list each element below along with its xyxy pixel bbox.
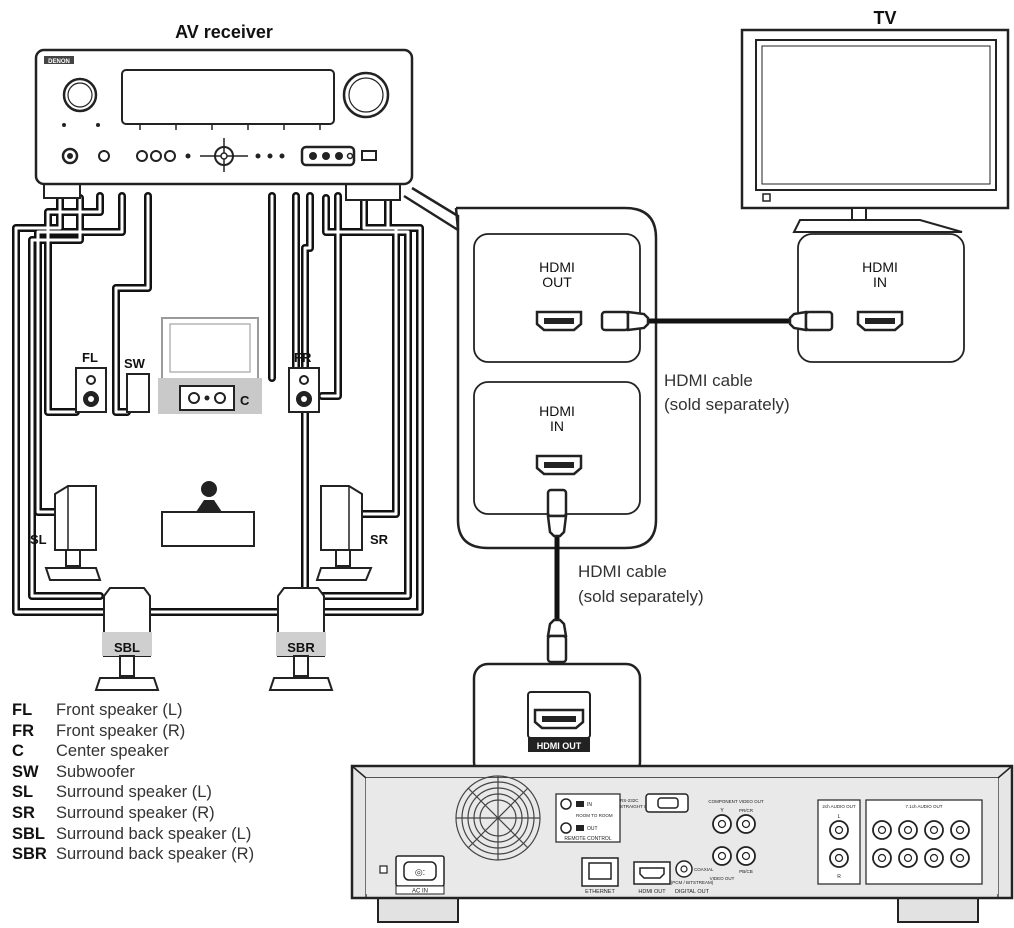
remote-control-label: REMOTE CONTROL xyxy=(564,836,611,842)
receiver-callout-outline xyxy=(411,186,658,550)
hdmi-in-label-2: IN xyxy=(550,418,564,434)
component-pb-label: PB/CB xyxy=(739,869,753,874)
speaker-label-sr: SR xyxy=(370,532,389,547)
receiver-logo-plate xyxy=(44,56,74,64)
legend-desc: Subwoofer xyxy=(56,762,135,781)
tv-hdmi-in-label-1: HDMI xyxy=(862,259,898,275)
surround-back-left-speaker xyxy=(94,587,160,691)
speaker-legend: FL Front speaker (L) FR Front speaker (R… xyxy=(12,700,352,865)
component-video-label: COMPONENT VIDEO OUT xyxy=(708,799,763,804)
front-right-speaker xyxy=(288,367,320,413)
legend-row: C Center speaker xyxy=(12,741,352,762)
legend-code: SW xyxy=(12,762,39,781)
remote-in-label: IN xyxy=(587,802,592,808)
hdmi-cable-1-label-line1: HDMI cable xyxy=(664,371,753,390)
hdmi-cable-player-to-receiver xyxy=(546,488,568,664)
legend-code: SBL xyxy=(12,824,45,843)
speaker-label-sbr: SBR xyxy=(287,640,315,655)
rs232c-cable-label: STRAIGHT CABLE xyxy=(620,804,659,809)
legend-desc: Front speaker (R) xyxy=(56,721,186,740)
hdmi-out-label-2: OUT xyxy=(542,274,572,290)
hdmi-out-label-1: HDMI xyxy=(539,259,575,275)
receiver-volume-knob xyxy=(342,71,390,119)
tv-hdmi-in-panel: HDMI IN xyxy=(797,233,965,363)
receiver-left-knob xyxy=(62,77,98,113)
receiver-title: AV receiver xyxy=(175,22,273,42)
coaxial-label: COAXIAL xyxy=(694,867,714,872)
speaker-label-fr: FR xyxy=(294,350,312,365)
component-pr-label: PR/CR xyxy=(739,808,754,813)
receiver-hdmi-out-panel: HDMI OUT xyxy=(473,233,641,363)
legend-row: SW Subwoofer xyxy=(12,762,352,783)
front-left-speaker xyxy=(75,367,107,413)
legend-row: SL Surround speaker (L) xyxy=(12,782,352,803)
room-to-room-label: ROOM TO ROOM xyxy=(576,813,613,818)
hdmi-cable-receiver-to-tv xyxy=(600,310,834,332)
legend-desc: Surround back speaker (R) xyxy=(56,845,255,864)
svg-text:◎:: ◎: xyxy=(415,867,425,877)
legend-code: SBR xyxy=(12,845,47,864)
av-receiver: DENON xyxy=(34,48,414,201)
hdmi-cable-2-label-line2: (sold separately) xyxy=(578,587,704,606)
seven-ch-audio-label: 7.1ch AUDIO OUT xyxy=(905,804,942,809)
legend-code: FL xyxy=(12,701,33,719)
receiver-display xyxy=(121,69,335,125)
surround-back-right-speaker xyxy=(268,587,334,691)
speaker-label-sw: SW xyxy=(124,356,146,371)
tv xyxy=(740,28,1010,233)
player-hdmi-out-label: HDMI OUT xyxy=(537,741,582,751)
legend-code: C xyxy=(12,742,24,761)
legend-desc: Surround speaker (R) xyxy=(56,803,215,822)
tv-hdmi-in-label-2: IN xyxy=(873,274,887,290)
hdmi-cable-2-label-line1: HDMI cable xyxy=(578,562,667,581)
legend-row: FR Front speaker (R) xyxy=(12,721,352,742)
component-y-label: Y xyxy=(720,808,724,814)
speaker-label-sl: SL xyxy=(30,532,47,547)
pcm-bitstream-label: (PCM / BITSTREAM) xyxy=(671,880,714,885)
player-fan-grille xyxy=(455,775,541,861)
speaker-label-c: C xyxy=(240,393,250,408)
speaker-label-sbl: SBL xyxy=(114,640,140,655)
hdmi-cable-1-label-line2: (sold separately) xyxy=(664,395,790,414)
two-ch-audio-label: 2ch AUDIO OUT xyxy=(822,804,856,809)
listener xyxy=(161,481,255,547)
subwoofer xyxy=(126,373,150,413)
digital-out-label: DIGITAL OUT xyxy=(675,889,710,895)
legend-desc: Surround speaker (L) xyxy=(56,783,212,802)
receiver-hdmi-in-panel: HDMI IN xyxy=(473,381,641,515)
legend-row: SR Surround speaker (R) xyxy=(12,803,352,824)
tv-title: TV xyxy=(873,8,896,28)
legend-desc: Front speaker (L) xyxy=(56,701,183,719)
surround-left-speaker xyxy=(44,485,102,581)
legend-desc: Surround back speaker (L) xyxy=(56,824,252,843)
ethernet-label: ETHERNET xyxy=(585,889,615,895)
player-rear-panel: ◎: AC IN IN ROOM TO ROOM OUT REMOTE CONT… xyxy=(350,764,1014,923)
receiver-logo: DENON xyxy=(48,59,70,65)
rear-hdmi-out-label: HDMI OUT xyxy=(638,889,666,895)
legend-code: FR xyxy=(12,721,34,740)
legend-code: SR xyxy=(12,803,35,822)
video-out-label: VIDEO OUT xyxy=(710,876,735,881)
surround-right-speaker xyxy=(315,485,373,581)
center-speaker xyxy=(158,317,262,414)
legend-desc: Center speaker xyxy=(56,742,169,761)
legend-row: SBL Surround back speaker (L) xyxy=(12,824,352,845)
remote-out-label: OUT xyxy=(587,826,598,832)
audio-l-label: L xyxy=(838,814,841,820)
ac-in-label: AC IN xyxy=(412,889,428,895)
legend-row: SBR Surround back speaker (R) xyxy=(12,844,352,865)
hdmi-in-label-1: HDMI xyxy=(539,403,575,419)
audio-r-label: R xyxy=(837,874,841,880)
speaker-label-fl: FL xyxy=(82,350,98,365)
legend-row: FL Front speaker (L) xyxy=(12,700,352,721)
legend-code: SL xyxy=(12,783,34,802)
rs232c-label: RS-232C xyxy=(620,798,639,803)
